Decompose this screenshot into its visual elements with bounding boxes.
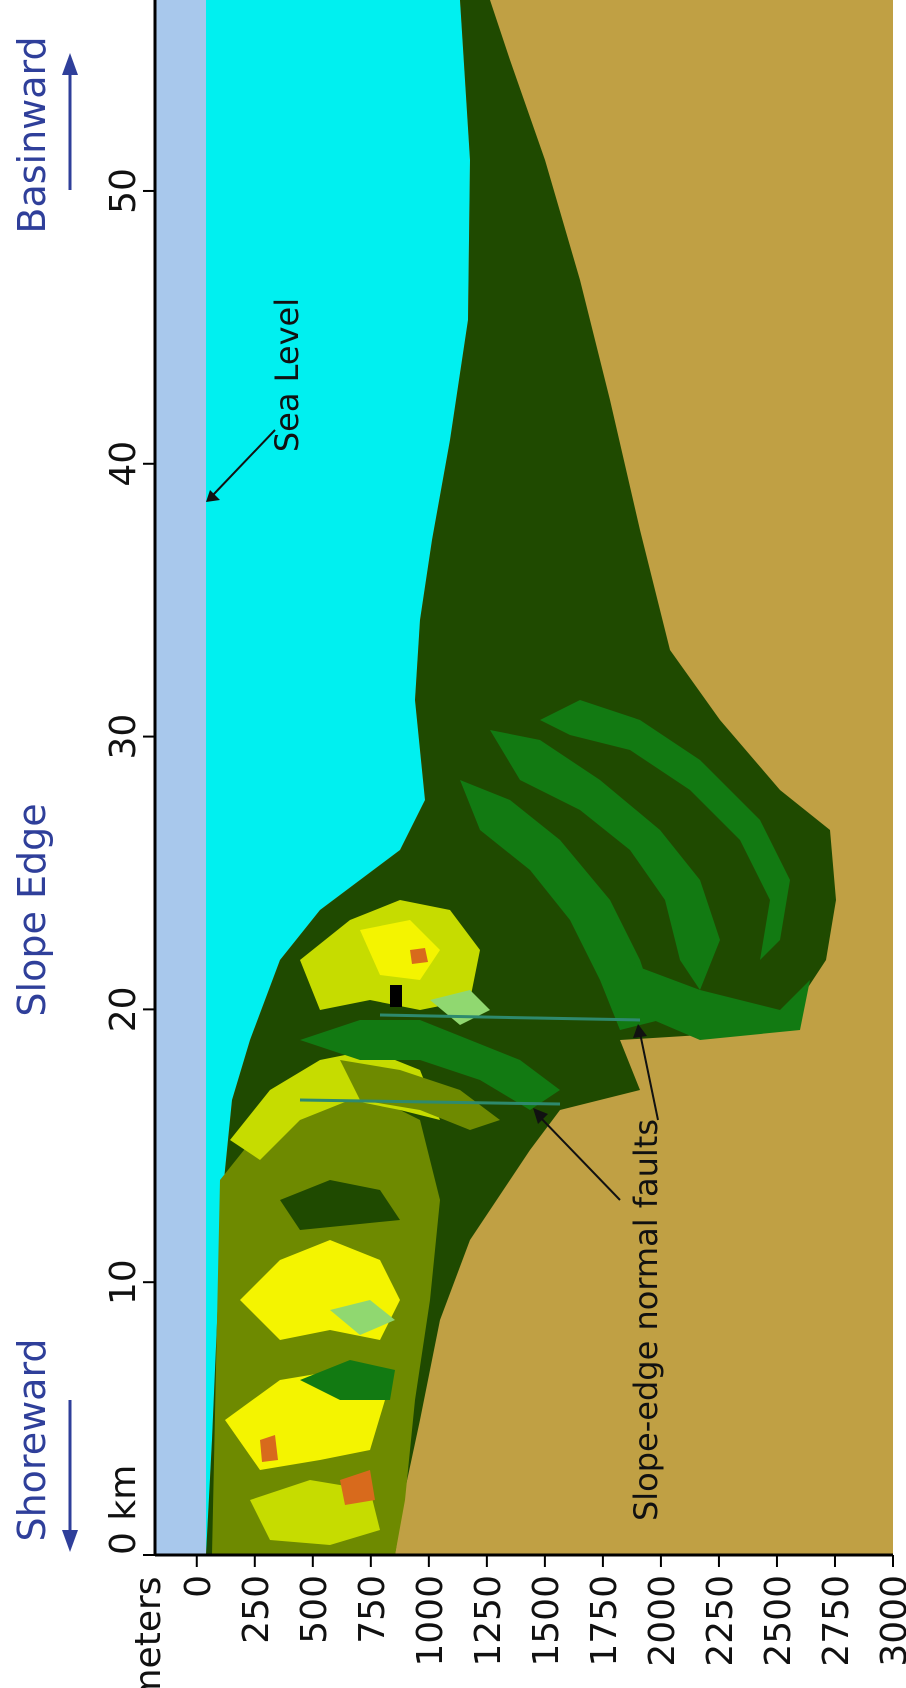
shelf-facies [212,1050,440,1555]
faults-annotation: Slope-edge normal faults [627,1119,665,1521]
depth-tick-label: 500 [294,1575,335,1644]
depth-tick-label: 0 [178,1575,219,1598]
depth-tick-label: 750 [352,1575,393,1644]
distance-tick-label: 0 km [103,1465,144,1555]
depth-tick-label: 2000 [642,1575,683,1667]
depth-tick-label: 2500 [758,1575,799,1667]
depth-tick-label: 250 [236,1575,277,1644]
fault-arrow-icons [533,1024,659,1201]
depth-tick-label: 3000 [874,1575,906,1667]
depth-tick-label: 2750 [816,1575,857,1667]
slope-edge-facies [300,900,560,1130]
shoreward-label: Shoreward [10,1338,54,1541]
distance-tick-label: 40 [103,441,144,487]
air-band [155,0,206,1555]
basinward-arrow-icon [62,53,78,190]
distance-tick-label: 50 [103,168,144,214]
distance-tick-label: 10 [103,1259,144,1305]
depth-tick-label: 1750 [584,1575,625,1667]
depth-tick-label: 2250 [700,1575,741,1667]
depth-tick-label: 1500 [526,1575,567,1667]
depth-unit-label: meters [128,1576,169,1688]
sea-water [206,0,470,1555]
slope-edge-label: Slope Edge [10,803,54,1016]
mid-green-layers [460,700,810,1040]
sea-level-annotation: Sea Level [268,298,306,452]
fault-lines [299,1013,641,1106]
basinward-label: Basinward [10,36,54,233]
depth-tick-label: 1250 [468,1575,509,1667]
depth-axis-ticks: 0 250 500 750 1000 1250 1500 1750 2000 2250 2500 27… [178,1555,906,1667]
shoreward-arrow-icon [62,1400,78,1552]
distance-axis-ticks: 0 km 10 20 30 40 50 [103,168,155,1556]
depth-tick-label: 1000 [410,1575,451,1667]
sea-level-arrow-icon [206,429,276,502]
distance-tick-label: 20 [103,986,144,1032]
distance-tick-label: 30 [103,714,144,760]
